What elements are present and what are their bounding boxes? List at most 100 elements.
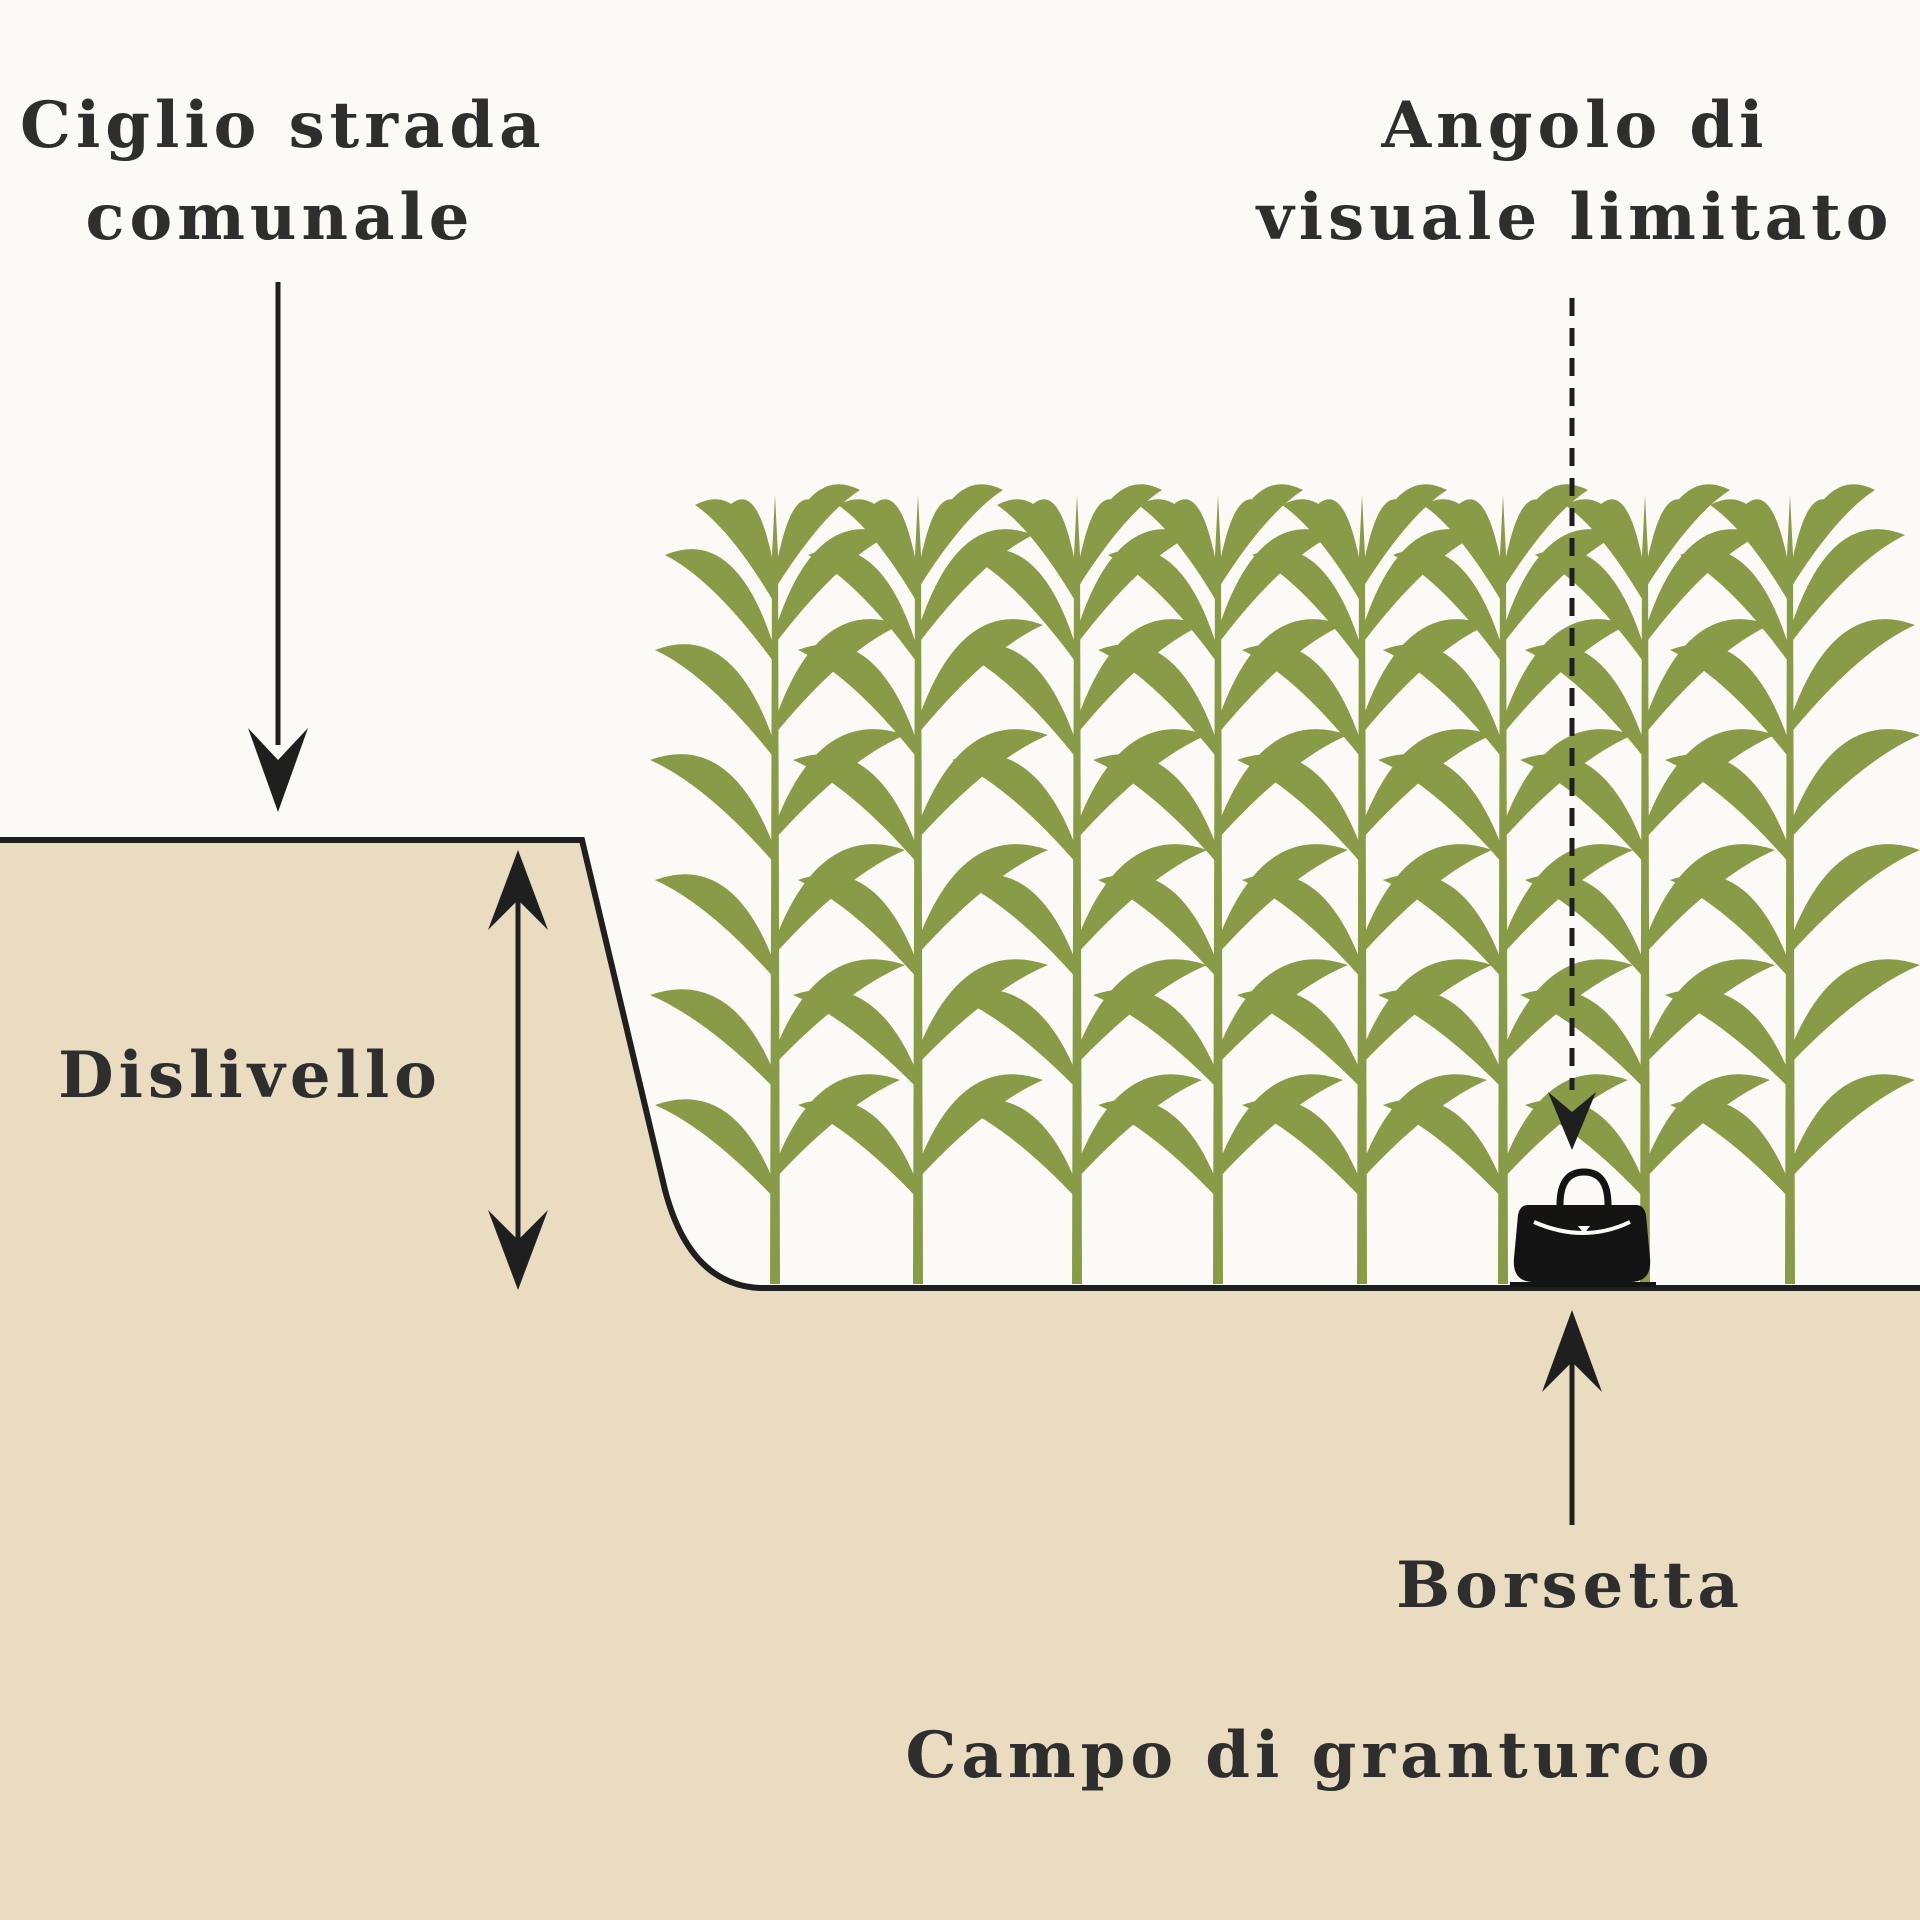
corn-leaf (1645, 1074, 1770, 1179)
road-edge-label-line-1: Ciglio strada (20, 88, 546, 163)
corn-leaf (1108, 549, 1218, 664)
ground-outline (0, 837, 1920, 1291)
corn-leaf (1383, 644, 1503, 759)
corn-leaf (808, 549, 918, 664)
corn-leaf (1525, 1099, 1645, 1199)
corn-leaf (650, 754, 775, 864)
height-difference-label: Dislivello (58, 1038, 442, 1113)
corn-leaf (1503, 959, 1633, 1064)
corn-plant-icon (650, 484, 905, 1284)
corn-leaf (1252, 549, 1362, 664)
corn-leaf (1790, 844, 1920, 954)
corn-leaf (1520, 754, 1645, 864)
corn-leaf (918, 729, 1048, 839)
corn-leaf (1503, 844, 1633, 954)
corn-leaf (1503, 1074, 1628, 1179)
corn-stalk (1640, 495, 1650, 1284)
corn-leaf (1077, 959, 1207, 1064)
corn-leaf (918, 844, 1048, 954)
corn-leaf (957, 644, 1077, 759)
corn-leaf (1645, 959, 1775, 1064)
corn-leaf (1383, 874, 1503, 979)
corn-plant-icon (1520, 484, 1775, 1284)
corn-leaf (798, 644, 918, 759)
corn-leaf (1218, 959, 1348, 1064)
corn-leaf (1138, 499, 1218, 604)
corn-leaf (655, 644, 775, 759)
handbag-icon (1510, 1168, 1656, 1287)
corn-stalk (1357, 495, 1367, 1284)
corn-leaf (798, 1099, 918, 1199)
dashed-arrow-down-icon (1548, 298, 1596, 1150)
corn-leaf (798, 874, 918, 979)
road-edge-label: Ciglio strada comunale (20, 80, 546, 264)
corn-leaf (1680, 549, 1790, 664)
corn-leaf (1093, 989, 1218, 1089)
cornfield-label: Campo di granturco (905, 1718, 1715, 1793)
corn-leaf (1645, 844, 1775, 954)
corn-leaf (1218, 729, 1348, 839)
corn-leaf (1282, 499, 1362, 604)
corn-leaf (1218, 619, 1343, 734)
corn-leaf (655, 874, 775, 979)
corn-leaf (952, 754, 1077, 864)
corn-leaf (1645, 619, 1770, 734)
corn-plant-icon (1237, 484, 1492, 1284)
corn-leaf (918, 484, 1003, 589)
corn-leaf (793, 989, 918, 1089)
corn-leaf (1535, 549, 1645, 664)
corn-leaf (1378, 754, 1503, 864)
corn-plant-icon (793, 484, 1048, 1284)
corn-leaf (1710, 499, 1790, 604)
corn-leaf (1362, 844, 1492, 954)
arrow-down-icon (248, 282, 308, 812)
corn-plant-icon (1665, 484, 1920, 1284)
corn-leaf (957, 1099, 1077, 1199)
corn-leaf (1242, 1099, 1362, 1199)
corn-leaf (1503, 619, 1628, 734)
corn-leaf (695, 499, 775, 604)
corn-leaf (775, 729, 905, 839)
corn-leaf (952, 989, 1077, 1089)
corn-leaf (1378, 989, 1503, 1089)
corn-leaf (1362, 484, 1447, 589)
ground-fill (0, 840, 1920, 1920)
corn-leaf (1218, 844, 1348, 954)
corn-leaf (1362, 619, 1487, 734)
corn-leaf (1645, 729, 1775, 839)
corn-leaf (1362, 729, 1492, 839)
corn-stalk (1072, 495, 1082, 1284)
corn-leaf (1237, 989, 1362, 1089)
corn-leaf (1520, 989, 1645, 1089)
corn-leaf (1790, 729, 1920, 839)
corn-leaf (1790, 529, 1905, 644)
corn-leaf (1383, 1099, 1503, 1199)
corn-leaf (650, 989, 775, 1089)
corn-stalk (1213, 495, 1223, 1284)
corn-leaf (1237, 754, 1362, 864)
corn-leaf (1525, 644, 1645, 759)
corn-leaf (918, 959, 1048, 1064)
corn-leaf (1077, 729, 1207, 839)
corn-leaf (1790, 1074, 1915, 1179)
road-edge-label-line-2: comunale (85, 180, 475, 255)
view-angle-label-line-1: Angolo di (1381, 88, 1769, 163)
corn-plant-icon (952, 484, 1207, 1284)
corn-leaf (1423, 499, 1503, 604)
corn-leaf (775, 484, 860, 589)
corn-leaf (1525, 874, 1645, 979)
corn-leaf (775, 959, 905, 1064)
corn-leaf (1362, 959, 1492, 1064)
corn-leaf (1098, 874, 1218, 979)
corn-leaf (1242, 644, 1362, 759)
corn-leaf (918, 619, 1043, 734)
corn-leaf (655, 1099, 775, 1199)
corn-leaf (775, 844, 905, 954)
corn-leaf (838, 499, 918, 604)
corn-leaf (1098, 644, 1218, 759)
corn-plant-icon (1378, 484, 1633, 1284)
corn-leaf (967, 549, 1077, 664)
view-angle-label: Angolo di visuale limitato (1250, 80, 1900, 264)
corn-leaf (1242, 874, 1362, 979)
